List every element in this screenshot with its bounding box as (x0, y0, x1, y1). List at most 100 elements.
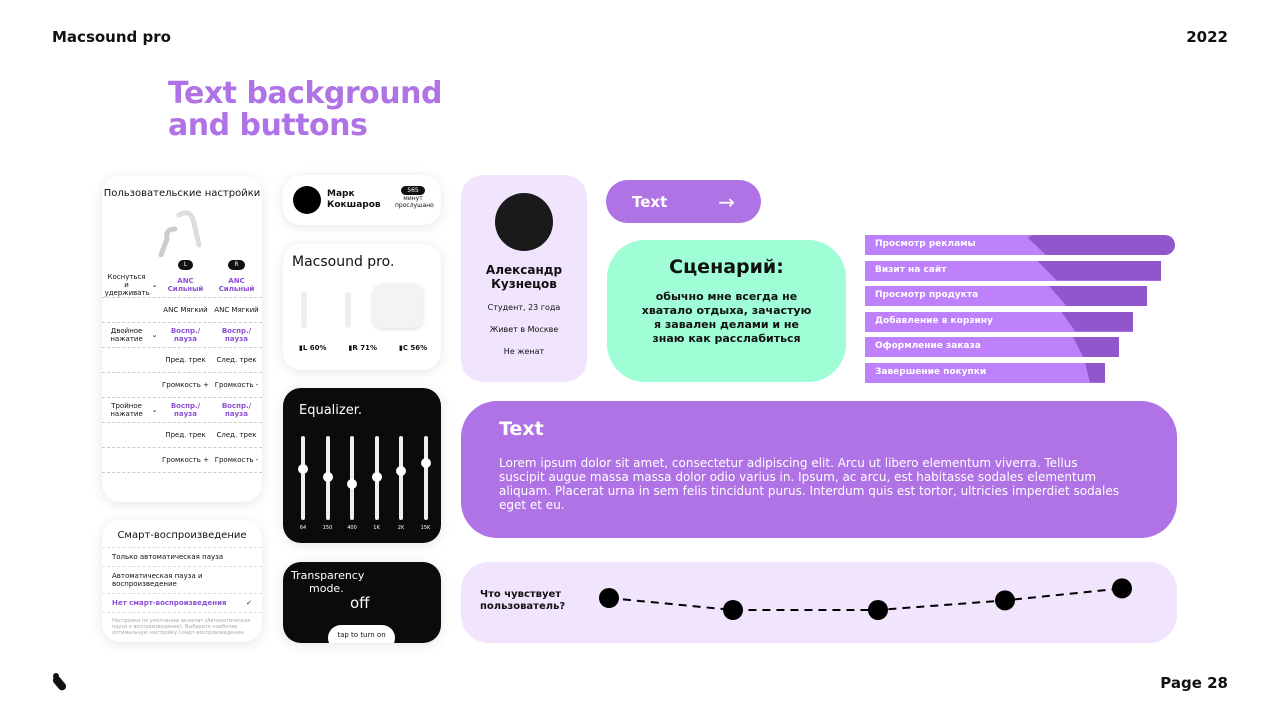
right-action[interactable]: Воспр./ пауза (221, 327, 252, 343)
settings-row[interactable]: Громкость + Громкость - (102, 373, 262, 398)
right-action[interactable]: След. трек (216, 431, 257, 439)
equalizer-title: Equalizer. (299, 403, 363, 418)
emotion-point (1112, 578, 1132, 599)
gesture-label: Коснуться и удерживать (104, 273, 150, 297)
text-arrow-button[interactable]: Text→ (606, 180, 761, 223)
device-card: Macsound pro. ▮L 60% ▮R 71% ▮C 56% (283, 244, 441, 370)
right-action[interactable]: След. трек (216, 356, 257, 364)
right-pill: R (228, 260, 245, 270)
settings-row[interactable]: Пред. трек След. трек (102, 348, 262, 373)
smart-option-selected[interactable]: Нет смарт-воспроизведения✓ (102, 593, 262, 612)
settings-row[interactable]: Громкость + Громкость - (102, 448, 262, 473)
profile-name: Марк Кокшаров (327, 189, 381, 210)
left-pill: L (177, 260, 194, 270)
year: 2022 (1186, 28, 1228, 46)
chevron-down-icon[interactable]: ⌄ (151, 281, 158, 289)
text-card-body: Lorem ipsum dolor sit amet, consectetur … (499, 456, 1120, 512)
persona-city: Живет в Москве (489, 325, 559, 334)
right-action[interactable]: ANC Мягкий (214, 306, 259, 314)
brand: Macsound pro (52, 28, 171, 46)
transparency-card: Transparency mode. off tap to turn on (283, 562, 441, 643)
eq-slider-track[interactable] (423, 436, 428, 520)
left-action[interactable]: Пред. трек (165, 431, 206, 439)
minutes-badge: 565 (401, 186, 425, 195)
minutes-label: минут прослушано (395, 195, 434, 209)
eq-slider-knob[interactable] (371, 472, 382, 483)
left-action[interactable]: Пред. трек (165, 356, 206, 364)
gesture-label: Тройное нажатие (110, 402, 143, 418)
scenario-title: Сценарий: (669, 256, 784, 278)
emotion-card: Что чувствует пользователь? (461, 562, 1177, 643)
eq-slider-knob[interactable] (298, 463, 308, 474)
eq-slider-track[interactable] (399, 436, 403, 520)
persona-card: Александр Кузнецов Студент, 23 года Живе… (461, 175, 587, 382)
smart-option[interactable]: Автоматическая пауза и воспроизведение (102, 566, 262, 593)
eq-slider-knob[interactable] (396, 466, 406, 477)
funnel-fill (1049, 286, 1147, 306)
battery-case: ▮C 56% (398, 344, 428, 352)
left-action[interactable]: ANC Сильный (167, 277, 204, 293)
funnel-fill (1037, 260, 1161, 281)
funnel-step: Завершение покупки (865, 362, 1105, 383)
funnel-step: Оформление заказа (865, 337, 1119, 357)
persona-name: Александр Кузнецов (485, 263, 563, 291)
eq-slider-knob[interactable] (420, 457, 431, 468)
emotion-line (608, 587, 1123, 611)
device-title: Macsound pro. (292, 254, 395, 270)
funnel-step: Визит на сайт (865, 260, 1161, 281)
text-card-title: Text (499, 418, 544, 440)
emotion-label: Что чувствует пользователь? (480, 589, 566, 612)
settings-row[interactable]: Тройное нажатие ⌄ Воспр./ пауза Воспр./ пау… (102, 398, 262, 423)
check-icon: ✓ (246, 599, 252, 607)
text-card: Text Lorem ipsum dolor sit amet, consect… (461, 401, 1177, 538)
emotion-point (599, 588, 619, 608)
smart-option[interactable]: Только автоматическая пауза (102, 547, 262, 566)
page-number: Page 28 (1160, 674, 1228, 692)
battery-right: ▮R 71% (348, 344, 377, 352)
eq-band-label: 64 (299, 525, 307, 531)
funnel-step: Просмотр продукта (865, 286, 1147, 306)
settings-row[interactable]: ANC Мягкий ANC Мягкий (102, 298, 262, 323)
eq-slider-track[interactable] (350, 436, 354, 520)
left-action[interactable]: Воспр./ пауза (170, 327, 201, 343)
left-action[interactable]: Громкость + (162, 456, 209, 464)
scenario-text: обычно мне всегда не хватало отдыха, зач… (641, 290, 812, 345)
right-action[interactable]: Воспр./ пауза (221, 402, 252, 418)
scenario-card: Сценарий: обычно мне всегда не хватало о… (607, 240, 846, 382)
left-action[interactable]: Громкость + (162, 381, 209, 389)
case-image (373, 284, 423, 328)
user-settings-card: Пользовательские настройки L R Коснуться … (102, 176, 262, 502)
profile-card: Марк Кокшаров 565 минут прослушано (283, 175, 441, 225)
tap-to-turn-on-button[interactable]: tap to turn on (328, 625, 395, 643)
eq-band-label: 1K (373, 525, 380, 531)
funnel-fill (1025, 235, 1175, 255)
smart-playback-card: Смарт-воспроизведение Только автоматичес… (102, 520, 262, 642)
battery-left: ▮L 60% (299, 344, 327, 352)
persona-age: Студент, 23 года (487, 303, 561, 312)
emotion-point (868, 600, 888, 620)
eq-slider-knob[interactable] (322, 472, 333, 483)
right-action[interactable]: ANC Сильный (218, 277, 255, 293)
left-action[interactable]: ANC Мягкий (163, 306, 208, 314)
transparency-title2: mode. (309, 582, 344, 595)
eq-band-label: 15K (420, 525, 431, 531)
right-action[interactable]: Громкость - (214, 381, 259, 389)
left-action[interactable]: Воспр./ пауза (170, 402, 201, 418)
funnel-step: Просмотр рекламы (865, 235, 1175, 255)
right-action[interactable]: Громкость - (214, 456, 259, 464)
eq-slider-track[interactable] (301, 436, 305, 520)
left-earbud-image (301, 292, 307, 328)
logo-icon (52, 673, 67, 691)
funnel-fill (1085, 362, 1105, 383)
eq-band-label: 2K (397, 525, 405, 531)
settings-row[interactable]: Пред. трек След. трек (102, 423, 262, 448)
eq-slider-knob[interactable] (347, 478, 357, 489)
settings-title: Пользовательские настройки (103, 188, 261, 199)
eq-band-label: 150 (322, 525, 333, 531)
chevron-down-icon[interactable]: ⌄ (151, 331, 158, 339)
chevron-down-icon[interactable]: ⌄ (151, 406, 158, 414)
settings-row[interactable]: Коснуться и удерживать⌄ ANC Сильный ANC Си… (102, 273, 262, 298)
